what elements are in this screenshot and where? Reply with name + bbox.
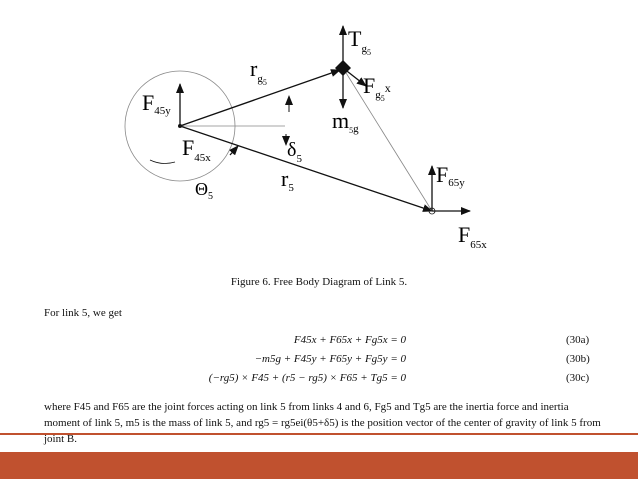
joint-b [178, 124, 182, 128]
equation: (−rg5) × F45 + (r5 − rg5) × F65 + Tg5 = … [208, 372, 406, 384]
arrow-f45x [229, 145, 239, 156]
theta-arc [149, 159, 176, 164]
equation-row: −m5g + F45y + F65y + Fg5y = 0 (30b) [0, 353, 638, 369]
label-rg: rg5 [250, 56, 267, 87]
equation-number: (30b) [566, 353, 590, 365]
label-r5: r5 [281, 166, 294, 194]
label-theta: Θ5 [195, 179, 213, 202]
label-delta: δ5 [287, 139, 302, 165]
equation-number: (30a) [566, 334, 590, 346]
footer-bar [0, 452, 638, 479]
label-f65x: F65x [458, 222, 487, 251]
label-fg5x: Fg5x [363, 73, 391, 103]
accent-divider [0, 433, 638, 435]
arrow-fg5x [342, 67, 367, 87]
link-rg5 [179, 69, 341, 127]
figure-caption: Figure 6. Free Body Diagram of Link 5. [230, 276, 408, 288]
body-paragraph: where F45 and F65 are the joint forces a… [44, 401, 601, 445]
label-f45y: F45y [142, 90, 171, 117]
label-t: Tg5 [348, 26, 371, 57]
label-f45x: F45x [182, 135, 211, 164]
free-body-diagram: Tg5 rg5 Fg5x m5g F45y F45x δ5 Θ5 r5 F65y… [124, 25, 487, 251]
intro-text: For link 5, we get [44, 307, 122, 319]
equation: F45x + F65x + Fg5x = 0 [293, 334, 406, 346]
equation-row: (−rg5) × F45 + (r5 − rg5) × F65 + Tg5 = … [0, 372, 638, 388]
label-m5g: m5g [332, 108, 359, 135]
equation-row: F45x + F65x + Fg5x = 0 (30a) [0, 334, 638, 350]
equation-number: (30c) [566, 372, 590, 384]
link-r5 [179, 125, 433, 212]
link-edge-cg-joint [342, 67, 433, 212]
equation: −m5g + F45y + F65y + Fg5y = 0 [254, 353, 406, 365]
label-f65y: F65y [436, 162, 465, 189]
